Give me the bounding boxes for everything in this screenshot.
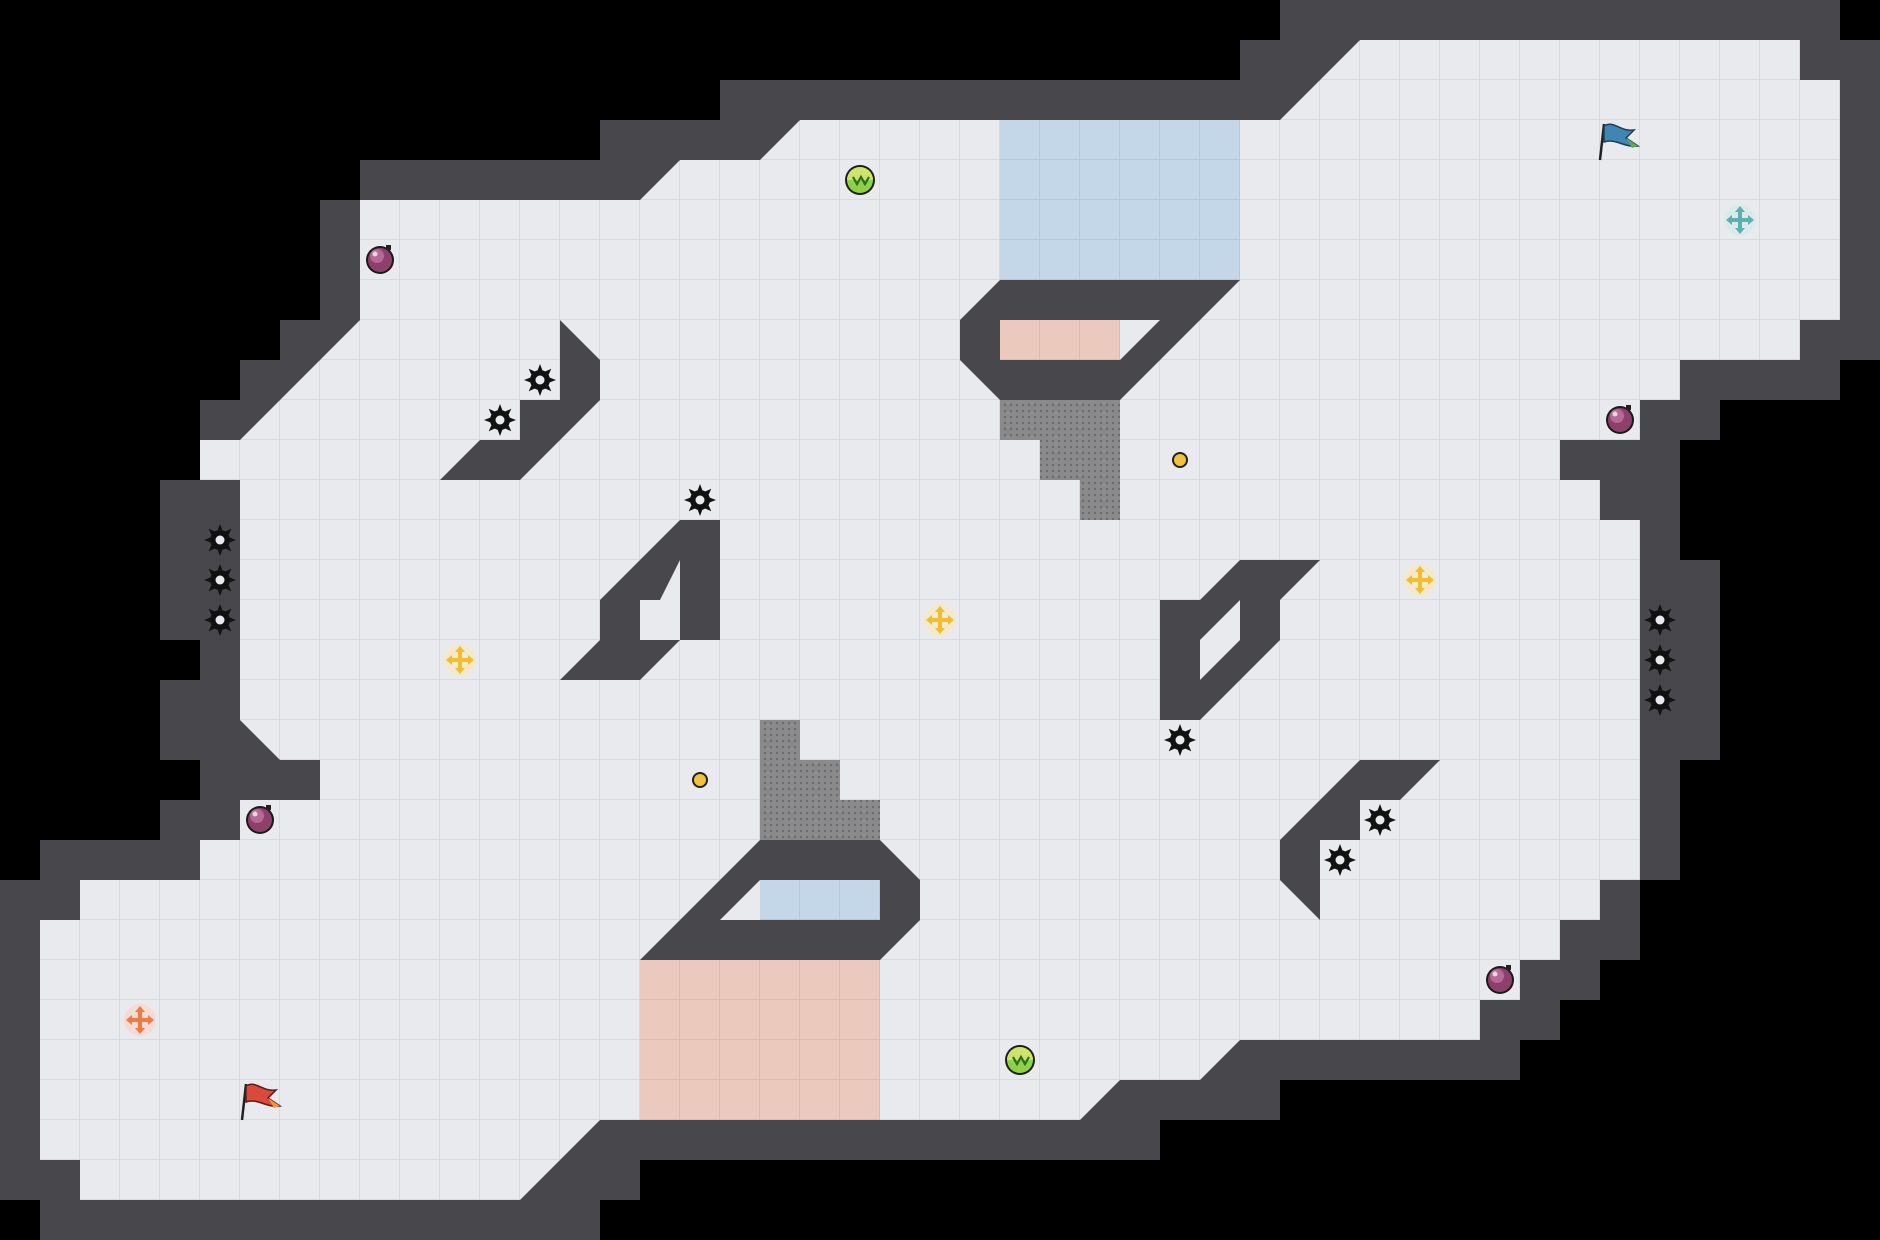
boost-icon[interactable] <box>444 644 476 676</box>
spike-icon <box>1164 724 1196 756</box>
spike-icon <box>684 484 716 516</box>
blue-flag-icon[interactable] <box>1598 123 1641 161</box>
spike-icon <box>524 364 556 396</box>
gate-button-icon[interactable] <box>1172 452 1188 468</box>
spike-icon <box>204 524 236 556</box>
blue-team-boost-icon[interactable] <box>1724 204 1756 236</box>
obstacle-upper-left-ramp <box>440 320 600 480</box>
gate-upper <box>1000 400 1120 520</box>
gate-lower <box>760 720 880 840</box>
spike-icon <box>1644 644 1676 676</box>
blue-zone-pocket <box>760 880 880 920</box>
spike-icon <box>484 404 516 436</box>
gate-button-icon[interactable] <box>692 772 708 788</box>
powerup-icon[interactable] <box>1003 1043 1037 1077</box>
obstacle-lower-right-ramp <box>1280 760 1440 920</box>
spike-icon <box>1324 844 1356 876</box>
spike-icon <box>1644 684 1676 716</box>
boost-icon[interactable] <box>1404 564 1436 596</box>
spike-icon <box>1364 804 1396 836</box>
blue-team-zone <box>1000 120 1240 280</box>
red-team-zone <box>640 960 880 1120</box>
spike-icon <box>1644 604 1676 636</box>
powerup-icon[interactable] <box>843 163 877 197</box>
spike-icon <box>204 564 236 596</box>
red-flag-icon[interactable] <box>240 1083 283 1121</box>
boost-icon[interactable] <box>924 604 956 636</box>
spike-icon <box>204 604 236 636</box>
red-zone-pocket <box>1000 320 1120 360</box>
red-team-boost-icon[interactable] <box>124 1004 156 1036</box>
